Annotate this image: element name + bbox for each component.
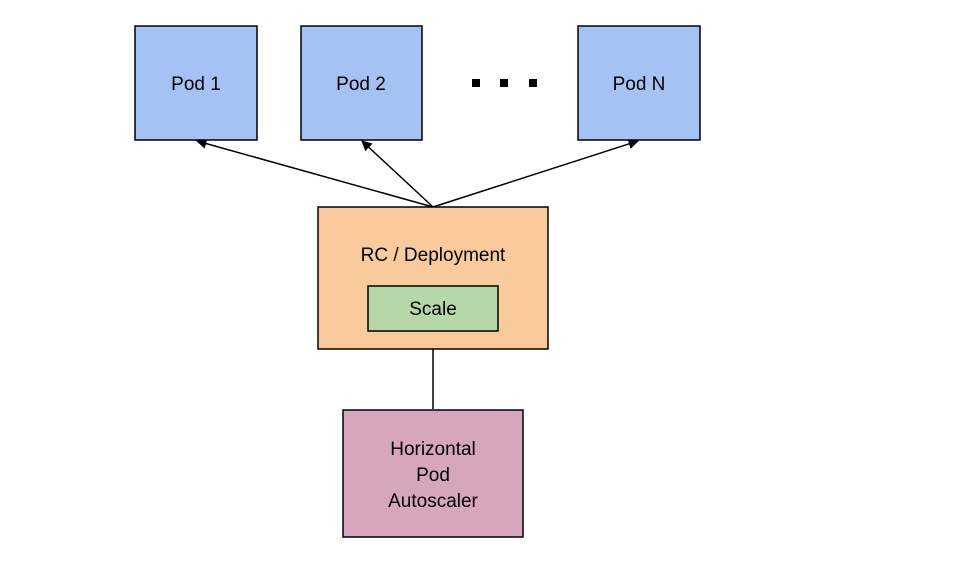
autoscaler-label-line-3: Autoscaler <box>388 491 478 512</box>
autoscaler-box <box>342 409 524 538</box>
pod-1-box <box>134 25 258 141</box>
arrow-controller-to-pod-2 <box>361 140 434 208</box>
ellipsis-dot <box>500 79 508 87</box>
arrow-controller-to-pod-n <box>432 138 639 208</box>
pod-1-label: Pod 1 <box>171 74 221 95</box>
ellipsis-dot <box>472 79 480 87</box>
scale-box <box>367 285 499 332</box>
ellipsis-dots <box>472 79 537 87</box>
pod-n-node: Pod N <box>577 25 701 141</box>
pod-n-box <box>577 25 701 141</box>
pod-1-node: Pod 1 <box>134 25 258 141</box>
autoscaler-label-line-2: Pod <box>416 465 450 486</box>
pod-n-label: Pod N <box>613 74 666 95</box>
autoscaler-label-line-1: Horizontal <box>390 439 476 460</box>
scale-label: Scale <box>409 299 457 320</box>
controller-label: RC / Deployment <box>361 245 506 266</box>
pod-2-box <box>300 25 423 141</box>
controller-node: RC / Deployment Scale <box>317 206 549 350</box>
arrow-controller-to-pod-1 <box>195 138 434 208</box>
ellipsis-dot <box>529 79 537 87</box>
pod-2-label: Pod 2 <box>336 74 386 95</box>
pod-2-node: Pod 2 <box>300 25 423 141</box>
autoscaler-node: Horizontal Pod Autoscaler <box>342 409 524 538</box>
